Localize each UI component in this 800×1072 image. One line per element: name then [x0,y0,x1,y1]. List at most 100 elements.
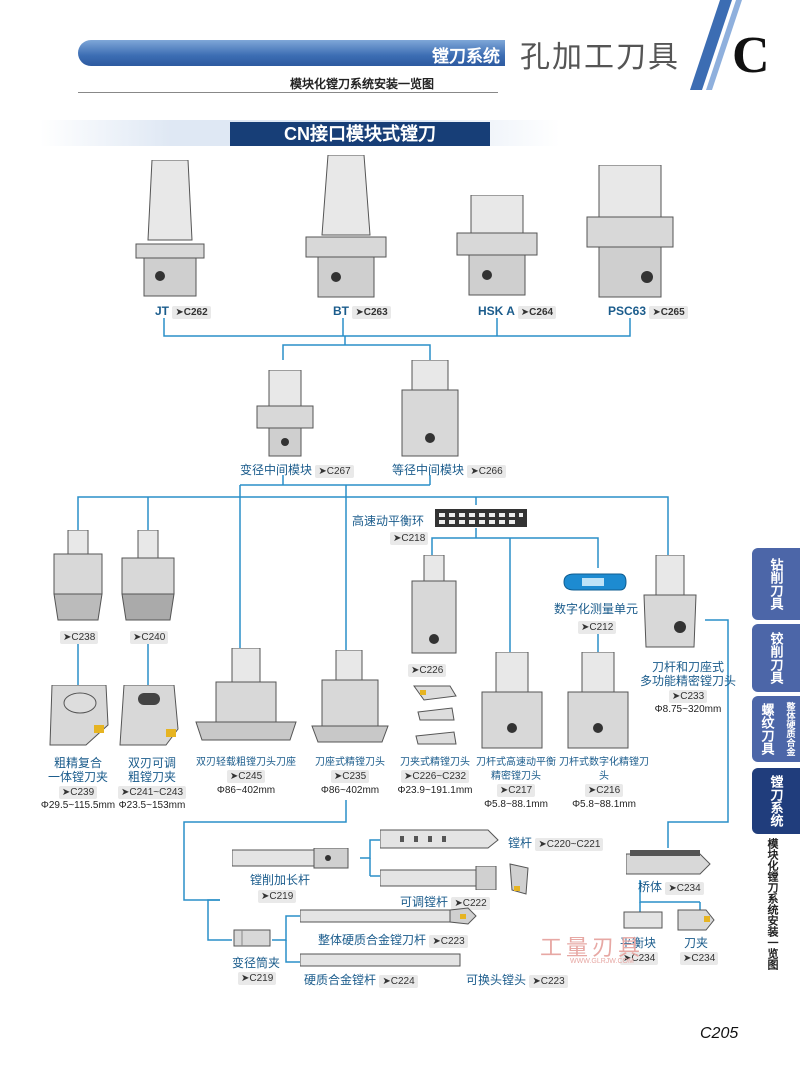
sleeve-ref[interactable]: ➤C219 [238,968,277,986]
header-system: 镗刀系统 [432,47,500,66]
tool-6-ref[interactable]: ➤C216 [558,784,650,798]
adapter-equal-ref[interactable]: ➤C266 [467,465,506,478]
twin-rough-holder-image [121,530,175,621]
digital-unit-image [563,573,627,591]
twin-rough-insert-image [119,685,179,746]
watermark-url: WWW.GLRJW.COM [570,958,634,965]
side-tab-reaming[interactable]: 铰削刀具 [752,624,800,692]
tool-1-caption: 双刃可调 粗镗刀夹 ➤C241~C243 Φ23.5~153mm [112,756,192,813]
tool-6-name: 刀杆式数字化精镗刀头 [559,757,649,782]
spindle-jt-ref[interactable]: ➤C262 [172,306,211,319]
tool-3-caption: 刀座式精镗刀头 ➤C235 Φ86~402mm [306,756,394,798]
header-bar [78,40,518,66]
balance-ring-image [435,509,527,527]
digital-unit-ref[interactable]: ➤C212 [578,617,617,635]
header-title-background [505,28,705,72]
clamp-image [677,909,715,931]
spindle-jt-label: JT ➤C262 [155,304,211,319]
bridge-ref[interactable]: ➤C234 [665,882,704,895]
multi-function-head-image [643,555,697,648]
tool-5-ref[interactable]: ➤C217 [476,784,556,798]
carbide-shank-label: 整体硬质合金镗刀杆 ➤C223 [318,931,468,948]
carbide-bar-ref[interactable]: ➤C224 [379,975,418,988]
tool-1-top-ref[interactable]: ➤C240 [130,627,169,645]
chapter-letter: C [732,27,770,84]
tool-4-dim: Φ23.9~191.1mm [397,785,473,796]
carbide-bar-image [300,953,461,967]
side-tab-boring[interactable]: 镗刀系统 [752,768,800,834]
boring-bar-ref[interactable]: ➤C220~C221 [535,838,604,851]
balance-block-image [623,911,663,929]
tool-3-ref[interactable]: ➤C235 [306,770,394,784]
tool-0-name: 粗精复合 一体镗刀夹 [47,756,108,784]
tool-2-ref[interactable]: ➤C245 [190,770,302,784]
side-tab-threading[interactable]: 螺纹刀具 [752,696,782,762]
balance-ring-label: 高速动平衡环 [352,514,425,528]
spindle-bt-ref[interactable]: ➤C263 [352,306,391,319]
tool-0-dim: Φ29.5~115.5mm [40,800,116,811]
tool-0-caption: 粗精复合 一体镗刀夹 ➤C239 Φ29.5~115.5mm [32,756,124,813]
tool-4-ref[interactable]: ➤C226~C232 [392,770,478,784]
clamp-ref[interactable]: ➤C234 [680,948,719,966]
spindle-hsk-ref[interactable]: ➤C264 [517,306,557,319]
rough-finish-insert-image [49,685,109,746]
bt-spindle-image [305,155,387,298]
spindle-psc63-ref[interactable]: ➤C265 [649,306,688,319]
seat-fine-head-image [311,650,389,743]
psc63-spindle-image [586,165,674,298]
boring-bar-label: 镗杆 ➤C220~C221 [508,834,604,851]
bar-balance-head-image [481,652,543,749]
side-tab-carbide[interactable]: 整体硬质合金 [782,696,800,762]
tool-2-caption: 双刃轻载粗镗刀头刀座 ➤C245 Φ86~402mm [190,756,302,798]
tool-1-name: 双刃可调 粗镗刀夹 [127,756,176,784]
header-subtitle: 模块化镗刀系统安装一览图 [290,77,435,91]
tool-4-top-ref[interactable]: ➤C226 [408,660,447,678]
tool-5-caption: 刀杆式高速动平衡 精密镗刀头 ➤C217 Φ5.8~88.1mm [476,756,556,812]
digital-unit-label: 数字化测量单元 [554,602,639,616]
tool-7-ref[interactable]: ➤C233 [628,688,748,703]
tool-2-dim: Φ86~402mm [216,785,276,796]
tool-7-caption: 刀杆和刀座式 多功能精密镗刀头 ➤C233 Φ8.75~320mm [628,660,748,717]
tool-3-name: 刀座式精镗刀头 [315,757,385,768]
tool-0-top-ref[interactable]: ➤C238 [60,627,99,645]
tool-4-caption: 刀夹式精镗刀头 ➤C226~C232 Φ23.9~191.1mm [392,756,478,798]
carbide-shank-ref[interactable]: ➤C223 [429,935,468,948]
tool-7-dim: Φ8.75~320mm [654,704,722,715]
tool-2-name: 双刃轻载粗镗刀头刀座 [196,757,296,768]
adjustable-insert-image [509,863,529,895]
jt-spindle-image [135,160,205,297]
balance-block-ref[interactable]: ➤C234 [620,948,659,966]
tool-5-dim: Φ5.8~88.1mm [484,799,548,810]
tool-6-caption: 刀杆式数字化精镗刀头 ➤C216 Φ5.8~88.1mm [558,756,650,812]
replaceable-head-ref[interactable]: ➤C223 [529,975,568,988]
extension-bar-ref[interactable]: ➤C219 [258,886,297,904]
adjustable-bar-image [380,866,497,890]
balance-ring-ref[interactable]: ➤C218 [390,528,429,546]
replaceable-head-label: 可换头镗头 ➤C223 [466,971,568,988]
bridge-label: 桥体 ➤C234 [638,878,704,895]
tool-0-ref[interactable]: ➤C239 [32,784,124,799]
sleeve-label: 变径筒夹 [232,956,281,970]
rough-finish-holder-image [53,530,103,621]
extension-bar-image [232,848,349,869]
carbide-shank-image [300,907,477,925]
spindle-psc63-label: PSC63 ➤C265 [608,304,688,319]
tool-1-ref[interactable]: ➤C241~C243 [112,784,192,799]
header-divider [690,0,742,90]
spindle-bt-label: BT ➤C263 [333,304,391,319]
page-number: C205 [700,1025,739,1042]
reducing-adapter-image [256,370,314,457]
adapter-equal-label: 等径中间模块 ➤C266 [392,461,506,478]
side-tab-drilling[interactable]: 钻削刀具 [752,548,800,620]
twin-light-rough-seat-image [195,648,297,741]
adjustable-bar-ref[interactable]: ➤C222 [451,897,490,910]
bar-digital-head-image [567,652,629,749]
boring-bar-image [380,829,499,849]
adapter-reducing-label: 变径中间模块 ➤C267 [240,461,354,478]
sleeve-image [233,929,271,947]
adjustable-bar-label: 可调镗杆 ➤C222 [400,893,490,910]
extension-bar-label: 镗削加长杆 [250,873,311,887]
header-title: 孔加工刀具 [520,41,680,74]
adapter-reducing-ref[interactable]: ➤C267 [315,465,354,478]
